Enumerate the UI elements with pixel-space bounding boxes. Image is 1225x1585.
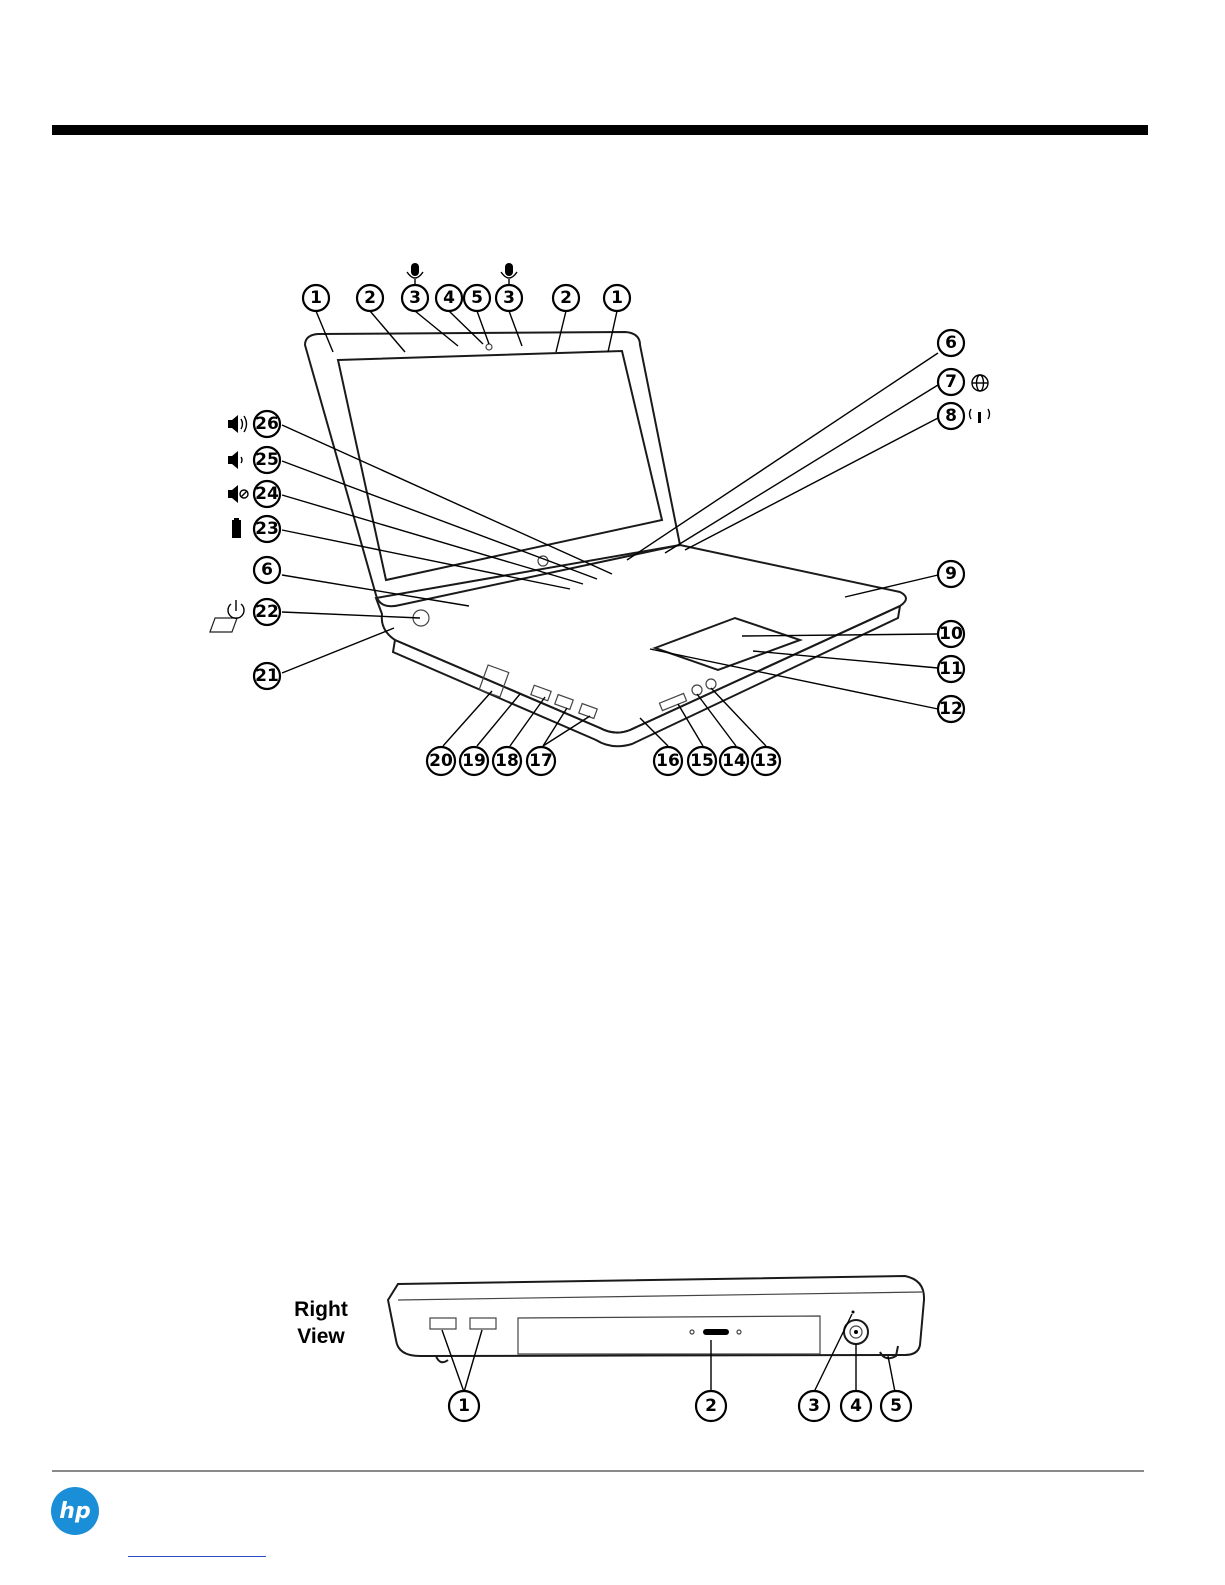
svg-text:1: 1: [611, 288, 623, 308]
callout-1-top-left: 1: [303, 285, 329, 311]
callout-21: 21: [254, 663, 280, 689]
svg-text:2: 2: [705, 1396, 717, 1416]
svg-text:8: 8: [945, 406, 957, 426]
callout-6-left: 6: [254, 557, 280, 583]
svg-text:14: 14: [722, 751, 746, 771]
svg-text:5: 5: [471, 288, 483, 308]
leader-lines: [282, 311, 938, 746]
wireless-antenna-icon: [970, 409, 990, 423]
right-view-label-line1: Right: [294, 1298, 348, 1321]
callout-17: 17: [527, 747, 555, 775]
svg-text:15: 15: [690, 751, 714, 771]
svg-text:12: 12: [939, 699, 963, 719]
callout-24: 24: [254, 481, 280, 507]
callout-3-left: 3: [402, 285, 428, 311]
svg-text:2: 2: [364, 288, 376, 308]
microphone-icon: [501, 263, 517, 284]
speaker-volume-up-icon: [228, 415, 247, 433]
keyboard: [210, 618, 237, 632]
callout-26: 26: [254, 411, 280, 437]
callout-18: 18: [493, 747, 521, 775]
svg-text:23: 23: [255, 519, 279, 539]
callout-1-top-right: 1: [604, 285, 630, 311]
svg-text:4: 4: [850, 1396, 862, 1416]
svg-text:10: 10: [939, 624, 963, 644]
battery-icon: [232, 518, 241, 538]
callout-16: 16: [654, 747, 682, 775]
callout-13: 13: [752, 747, 780, 775]
svg-text:7: 7: [945, 372, 957, 392]
callout-8: 8: [938, 403, 964, 429]
globe-icon: [972, 375, 988, 391]
right-view-leader-lines: [442, 1314, 895, 1392]
svg-text:3: 3: [503, 288, 515, 308]
svg-text:11: 11: [939, 659, 963, 679]
svg-text:1: 1: [310, 288, 322, 308]
svg-text:19: 19: [462, 751, 486, 771]
callout-2-top-right: 2: [553, 285, 579, 311]
footer-link[interactable]: [128, 1556, 266, 1557]
right-view-label-line2: View: [297, 1325, 345, 1348]
callout-7: 7: [938, 369, 964, 395]
right-callout-4: 4: [841, 1391, 871, 1421]
right-callout-2: 2: [696, 1391, 726, 1421]
callout-9: 9: [938, 561, 964, 587]
svg-text:1: 1: [458, 1396, 470, 1416]
svg-text:3: 3: [808, 1396, 820, 1416]
svg-text:26: 26: [255, 414, 279, 434]
svg-text:2: 2: [560, 288, 572, 308]
callout-2-top-left: 2: [357, 285, 383, 311]
power-icon: [228, 600, 244, 618]
callout-25: 25: [254, 447, 280, 473]
svg-text:17: 17: [529, 751, 553, 771]
svg-text:22: 22: [255, 602, 279, 622]
svg-text:24: 24: [255, 484, 279, 504]
svg-text:6: 6: [945, 333, 957, 353]
svg-text:9: 9: [945, 564, 957, 584]
svg-text:20: 20: [429, 751, 453, 771]
callout-3-right: 3: [496, 285, 522, 311]
callout-4: 4: [436, 285, 462, 311]
callout-19: 19: [460, 747, 488, 775]
svg-text:3: 3: [409, 288, 421, 308]
svg-text:4: 4: [443, 288, 455, 308]
callout-5: 5: [464, 285, 490, 311]
svg-text:16: 16: [656, 751, 680, 771]
laptop-illustration: [210, 332, 906, 746]
svg-text:6: 6: [261, 560, 273, 580]
svg-text:25: 25: [255, 450, 279, 470]
right-side-illustration: [388, 1276, 924, 1362]
svg-text:hp: hp: [59, 1499, 90, 1524]
speaker-volume-down-icon: [228, 451, 242, 469]
svg-text:18: 18: [495, 751, 519, 771]
right-callout-3: 3: [799, 1391, 829, 1421]
microphone-icon: [407, 263, 423, 284]
svg-text:13: 13: [754, 751, 778, 771]
right-callout-5: 5: [881, 1391, 911, 1421]
callout-14: 14: [720, 747, 748, 775]
callout-12: 12: [938, 696, 964, 722]
callout-22: 22: [254, 599, 280, 625]
speaker-mute-icon: [228, 485, 248, 503]
laptop-front-diagram: 1 2 3 4 5 3 2 1 6 7 8 26 25 24 23 6 22 2…: [0, 0, 1225, 800]
callout-23: 23: [254, 516, 280, 542]
callout-20: 20: [427, 747, 455, 775]
callout-6-right: 6: [938, 330, 964, 356]
svg-text:5: 5: [890, 1396, 902, 1416]
callout-15: 15: [688, 747, 716, 775]
hp-logo: hp: [50, 1486, 100, 1536]
footer-rule: [52, 1470, 1144, 1472]
right-callout-1: 1: [449, 1391, 479, 1421]
callout-10: 10: [938, 621, 964, 647]
callout-11: 11: [938, 656, 964, 682]
svg-text:21: 21: [255, 666, 279, 686]
